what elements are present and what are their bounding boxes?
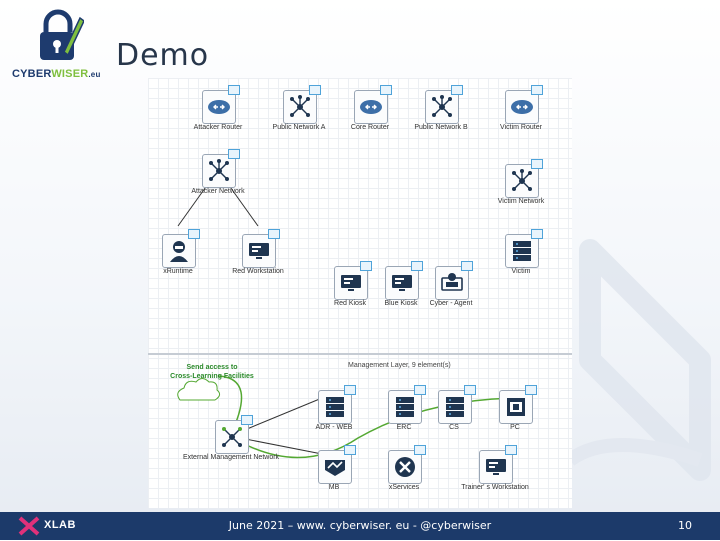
monitor-icon [242,234,276,268]
node-label: xRuntime [163,268,193,275]
network-icon [505,164,539,198]
footer-text: June 2021 – www. cyberwiser. eu - @cyber… [228,519,492,532]
footer-bar: XLAB June 2021 – www. cyberwiser. eu - @… [0,512,720,540]
node-label: Red Kiosk [334,300,366,307]
status-flag-icon [228,85,240,95]
hacker-icon [162,234,196,268]
mb-icon [318,450,352,484]
pc-icon [499,390,533,424]
status-flag-icon [309,85,321,95]
node-label: ERC [396,424,412,431]
status-flag-icon [268,229,280,239]
node-label: Red Workstation [232,268,284,275]
status-flag-icon [414,445,426,455]
xservices-icon [388,450,422,484]
node-label: xServices [388,484,420,491]
node-label: Victim Router [500,124,542,131]
network-icon [202,154,236,188]
status-flag-icon [360,261,372,271]
status-flag-icon [505,445,517,455]
monitor-icon [479,450,513,484]
node-label: Trainer' s Workstation [461,484,529,491]
monitor-icon [385,266,419,300]
node-label: ADR - WEB [315,424,353,431]
cyberwiser-logo: CYBERWISER.eu [12,8,104,84]
server-icon [388,390,422,424]
slide-title: Demo [116,38,210,73]
status-flag-icon [380,85,392,95]
status-flag-icon [241,415,253,425]
node-label: MB [328,484,340,491]
node-label: Victim [511,268,531,275]
network-icon [283,90,317,124]
node-label: Cyber - Agent [429,300,473,307]
status-flag-icon [411,261,423,271]
page-number: 10 [678,519,692,532]
node-label: Attacker Network [191,188,245,195]
node-label: Blue Kiosk [384,300,418,307]
monitor-icon [334,266,368,300]
network-icon [425,90,459,124]
logo-wordmark: CYBERWISER.eu [12,68,101,80]
node-label: External Management Network [182,454,280,461]
router-icon [354,90,388,124]
node-label: Victim Network [497,198,545,205]
status-flag-icon [344,385,356,395]
node-label: Public Network A [272,124,326,131]
router-icon [202,90,236,124]
padlock-pencil-icon [40,9,84,60]
send-access-note: Send access to Cross-Learning Facilities [170,364,254,380]
status-flag-icon [531,85,543,95]
status-flag-icon [451,85,463,95]
status-flag-icon [531,159,543,169]
node-label: Public Network B [414,124,468,131]
node-label: Attacker Router [193,124,243,131]
status-flag-icon [525,385,537,395]
status-flag-icon [188,229,200,239]
server-icon [505,234,539,268]
management-layer-title: Management Layer, 9 element(s) [348,362,451,369]
status-flag-icon [414,385,426,395]
background-pencil-watermark [565,239,711,481]
server-icon [318,390,352,424]
server-icon [438,390,472,424]
node-label: Core Router [350,124,390,131]
router-icon [505,90,539,124]
status-flag-icon [531,229,543,239]
node-label: PC [510,424,520,431]
status-flag-icon [464,385,476,395]
mgmt-icon [215,420,249,454]
agent-icon [435,266,469,300]
status-flag-icon [228,149,240,159]
cloud-icon [177,378,221,401]
xlab-logo: XLAB [18,516,98,536]
status-flag-icon [461,261,473,271]
status-flag-icon [344,445,356,455]
node-label: CS [449,424,459,431]
xlab-x-icon [18,516,40,536]
